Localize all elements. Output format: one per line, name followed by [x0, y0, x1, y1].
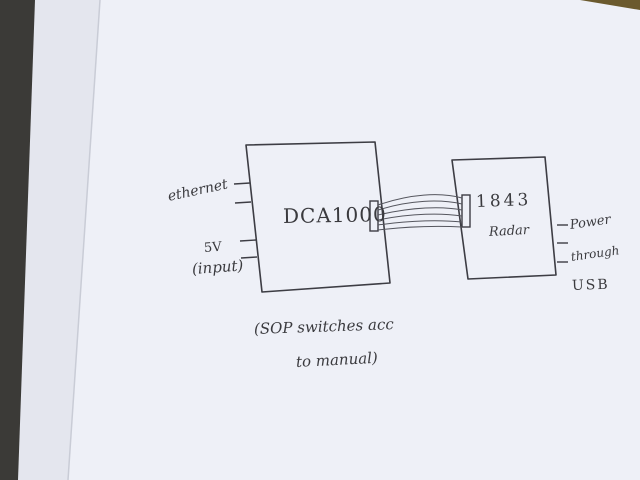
radar-model-label: 1843 — [475, 190, 532, 212]
left-port-stubs — [233, 182, 258, 259]
dca1000-connector — [369, 200, 379, 232]
note-line-2: to manual) — [295, 348, 379, 371]
usb-label: USB — [571, 276, 610, 294]
right-port-stubs — [557, 224, 568, 263]
dca1000-label: DCA1000 — [282, 202, 387, 228]
notebook-page — [68, 0, 640, 480]
dca1000-box — [245, 141, 391, 293]
input-label: (input) — [191, 256, 244, 278]
ribbon-cable — [377, 194, 463, 231]
five-volt-label: 5V — [203, 239, 223, 256]
radar-box — [451, 156, 557, 280]
page-edge — [67, 0, 101, 480]
radar-connector — [461, 194, 471, 228]
radar-label: Radar — [488, 222, 530, 240]
